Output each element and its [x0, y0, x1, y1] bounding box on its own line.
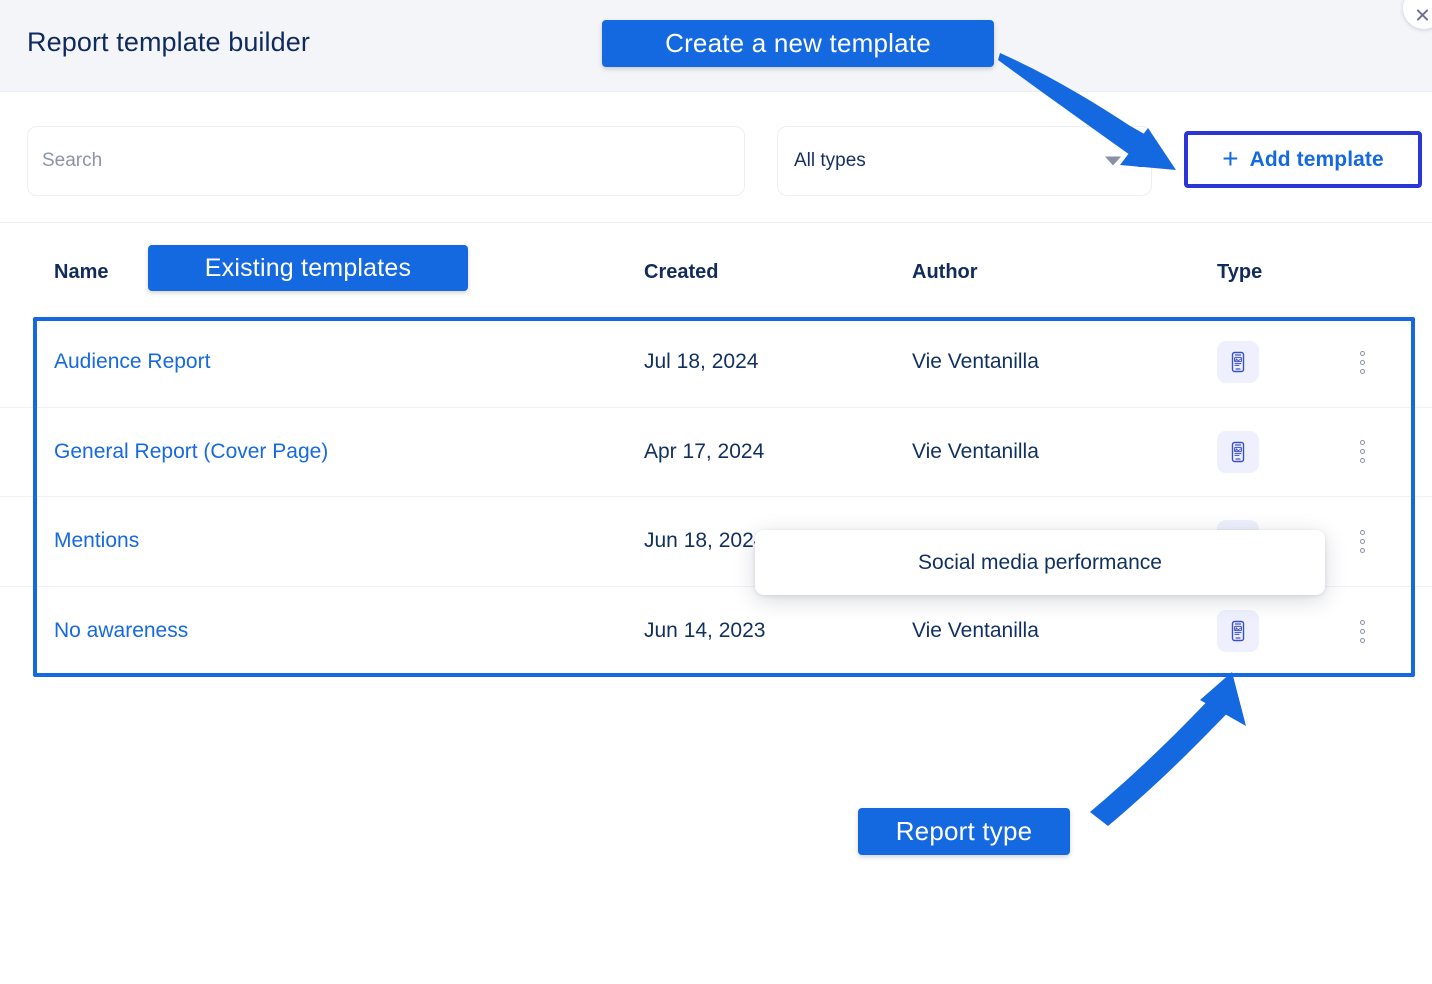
table-row[interactable]: Audience Report Jul 18, 2024 Vie Ventani…	[0, 318, 1432, 408]
add-template-button[interactable]: + Add template	[1184, 131, 1422, 188]
template-created-date: Apr 17, 2024	[644, 439, 765, 463]
type-filter-value: All types	[794, 150, 866, 171]
callout-label: Existing templates	[204, 253, 412, 282]
add-template-label: Add template	[1249, 147, 1384, 171]
callout-report-type: Report type	[858, 808, 1070, 855]
template-type-cell[interactable]	[1217, 430, 1259, 473]
template-type-cell[interactable]	[1217, 610, 1259, 653]
template-author: Vie Ventanilla	[912, 350, 1039, 374]
mobile-report-icon[interactable]	[1217, 610, 1259, 653]
table-row[interactable]: No awareness Jun 14, 2023 Vie Ventanilla	[0, 587, 1432, 677]
table-row[interactable]: General Report (Cover Page) Apr 17, 2024…	[0, 408, 1432, 497]
template-name-link[interactable]: Mentions	[54, 529, 140, 553]
template-author: Vie Ventanilla	[912, 439, 1039, 463]
callout-label: Report type	[895, 816, 1033, 846]
kebab-menu-icon[interactable]	[1352, 526, 1372, 556]
row-actions-button[interactable]	[1352, 616, 1372, 646]
column-header-author[interactable]: Author	[912, 261, 978, 283]
kebab-menu-icon[interactable]	[1352, 437, 1372, 467]
templates-table: Name Created Author Type Audience Report…	[0, 222, 1432, 676]
table-body: Audience Report Jul 18, 2024 Vie Ventani…	[0, 318, 1432, 676]
template-type-cell[interactable]	[1217, 341, 1259, 384]
callout-existing-templates: Existing templates	[148, 245, 468, 291]
type-filter-select[interactable]: All types	[777, 126, 1152, 196]
mobile-report-icon[interactable]	[1217, 341, 1259, 384]
template-created-date: Jun 14, 2023	[644, 619, 766, 643]
plus-icon: +	[1222, 142, 1239, 174]
template-name-link[interactable]: General Report (Cover Page)	[54, 439, 329, 463]
chevron-down-icon	[1105, 156, 1121, 166]
search-placeholder: Search	[42, 150, 103, 171]
arrow-report-type	[1090, 690, 1236, 826]
dialog-header: Report template builder	[0, 0, 1432, 92]
mobile-report-icon[interactable]	[1217, 430, 1259, 473]
template-created-date: Jun 18, 2024	[644, 529, 766, 553]
template-name-link[interactable]: No awareness	[54, 619, 189, 643]
column-header-name[interactable]: Name	[54, 261, 109, 283]
template-created-date: Jul 18, 2024	[644, 350, 759, 374]
type-tooltip: Social media performance	[755, 530, 1325, 595]
kebab-menu-icon[interactable]	[1352, 347, 1372, 377]
kebab-menu-icon[interactable]	[1352, 616, 1372, 646]
tooltip-text: Social media performance	[918, 550, 1162, 574]
row-actions-button[interactable]	[1352, 347, 1372, 377]
table-header-row: Name Created Author Type	[0, 222, 1432, 318]
page-title: Report template builder	[27, 27, 310, 57]
callout-create-new-template: Create a new template	[602, 20, 994, 67]
column-header-created[interactable]: Created	[644, 261, 719, 283]
template-author: Vie Ventanilla	[912, 619, 1039, 643]
search-input[interactable]: Search	[27, 126, 745, 196]
row-actions-button[interactable]	[1352, 526, 1372, 556]
template-name-link[interactable]: Audience Report	[54, 350, 211, 374]
row-actions-button[interactable]	[1352, 437, 1372, 467]
callout-label: Create a new template	[665, 28, 931, 58]
column-header-type[interactable]: Type	[1217, 261, 1263, 283]
